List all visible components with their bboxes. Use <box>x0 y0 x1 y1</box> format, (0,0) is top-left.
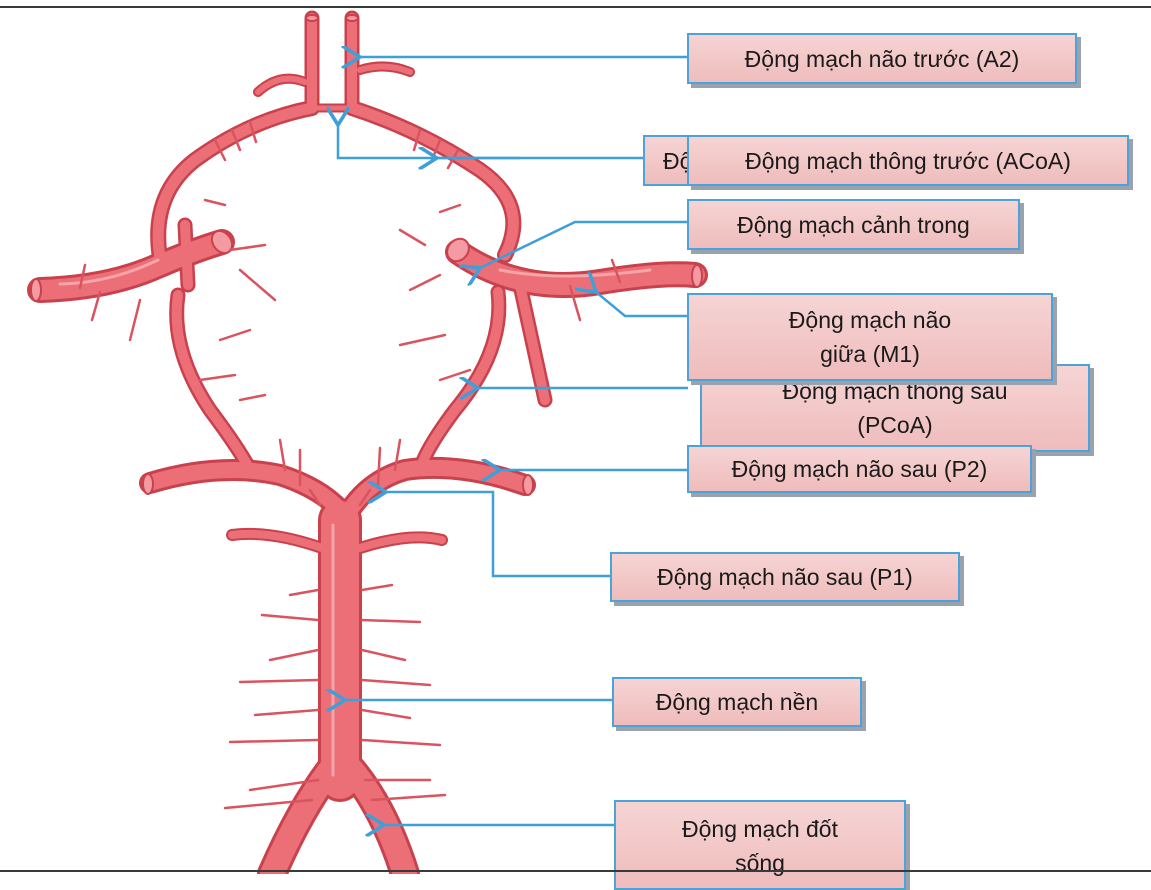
artery-vessels <box>31 15 702 874</box>
label-middle-cerebral-artery-m1: Động mạch não giữa (M1) <box>687 293 1053 381</box>
label-posterior-cerebral-artery-p2: Động mạch não sau (P2) <box>687 445 1032 493</box>
label-anterior-communicating-artery: Động mạch thông trước (ACoA) <box>687 135 1129 186</box>
label-anterior-cerebral-artery-a2: Động mạch não trước (A2) <box>687 33 1077 84</box>
label-basilar-artery: Động mạch nền <box>612 677 862 727</box>
bottom-border <box>0 870 1151 872</box>
label-vertebral-artery: Động mạch đốt sống <box>614 800 906 890</box>
label-internal-carotid-artery: Động mạch cảnh trong <box>687 199 1020 250</box>
label-posterior-cerebral-artery-p1: Động mạch não sau (P1) <box>610 552 960 602</box>
leader-line-mca <box>596 292 688 316</box>
